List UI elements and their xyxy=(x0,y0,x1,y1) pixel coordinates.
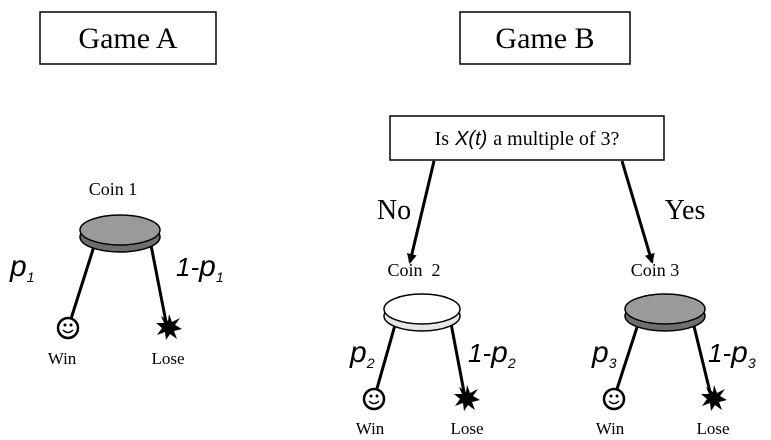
coin-1-win-branch xyxy=(68,239,98,323)
coin-1-lose-probability: 1-p1 xyxy=(176,250,224,285)
coin-2-icon xyxy=(383,293,461,332)
coin-3-icon xyxy=(624,293,706,332)
coin-1-lose-label: Lose xyxy=(151,349,184,368)
coin-3-group: Coin 3 p3 1-p3 Win L xyxy=(591,260,756,438)
coin-1-icon xyxy=(79,214,161,253)
coin-3-label: Coin 3 xyxy=(631,260,680,280)
coin-2-lose-label: Lose xyxy=(450,419,483,438)
coin-2-win-branch xyxy=(374,317,399,393)
coin-2-win-probability: p2 xyxy=(349,336,375,371)
starburst-icon xyxy=(701,385,727,411)
game-b-title-box xyxy=(459,11,631,65)
coin-3-lose-probability: 1-p3 xyxy=(708,336,756,371)
smiley-face-icon xyxy=(362,387,386,411)
coin-2-lose-probability: 1-p2 xyxy=(468,336,516,371)
coin-3-win-label: Win xyxy=(596,419,625,438)
no-label: No xyxy=(377,195,411,226)
coin-2-lose-branch xyxy=(448,317,466,393)
yes-label: Yes xyxy=(665,195,706,226)
coin-2-group: Coin 2 p2 1-p2 Win xyxy=(349,260,516,438)
yes-arrow xyxy=(620,160,655,264)
starburst-icon xyxy=(454,385,480,411)
coin-2-label: Coin 2 xyxy=(387,260,440,280)
game-a-title: Game A xyxy=(78,22,177,55)
coin-1-label: Coin 1 xyxy=(89,179,138,199)
starburst-icon xyxy=(156,314,182,340)
no-arrow xyxy=(406,160,436,264)
smiley-face-icon xyxy=(56,316,80,340)
coin-1-lose-branch xyxy=(148,239,168,323)
coin-1-win-label: Win xyxy=(48,349,77,368)
coin-3-win-probability: p3 xyxy=(591,336,617,371)
game-a-title-box xyxy=(39,11,217,65)
coin-2-win-label: Win xyxy=(356,419,385,438)
coin-3-lose-branch xyxy=(690,317,712,393)
coin-3-win-branch xyxy=(614,317,642,393)
coin-3-lose-label: Lose xyxy=(696,419,729,438)
game-b-title: Game B xyxy=(495,22,594,55)
question-box xyxy=(389,115,665,161)
coin-1-win-probability: p1 xyxy=(9,250,34,285)
game-a: Game A Coin 1 p1 1-p1 Win Lose xyxy=(9,11,224,368)
smiley-face-icon xyxy=(602,387,626,411)
